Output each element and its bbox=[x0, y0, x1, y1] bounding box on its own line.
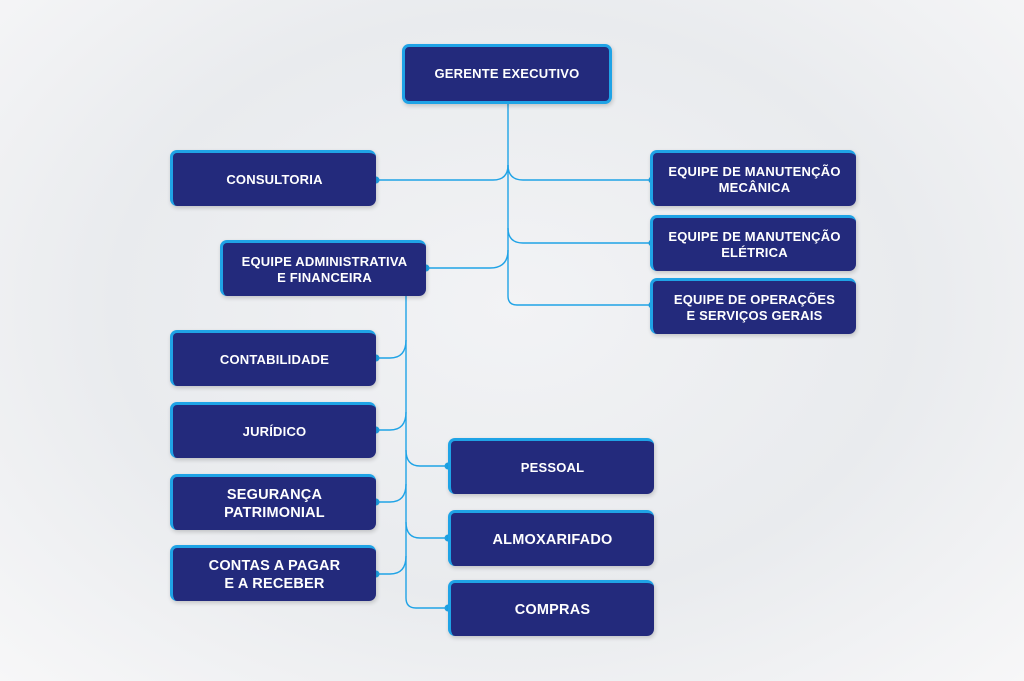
node-almoxarifado: ALMOXARIFADO bbox=[448, 510, 654, 566]
connector-pessoal bbox=[405, 449, 448, 467]
node-compras: COMPRAS bbox=[448, 580, 654, 636]
connector-manut-mecanica bbox=[507, 164, 652, 181]
node-consultoria: CONSULTORIA bbox=[170, 150, 376, 206]
node-label: SEGURANÇA PATRIMONIAL bbox=[224, 486, 325, 521]
node-label: CONTAS A PAGAR E A RECEBER bbox=[208, 557, 341, 592]
node-label: EQUIPE DE MANUTENÇÃO MECÂNICA bbox=[668, 163, 841, 195]
node-manutencao-eletrica: EQUIPE DE MANUTENÇÃO ELÉTRICA bbox=[650, 215, 856, 271]
node-label: PESSOAL bbox=[520, 459, 585, 475]
connector-adm-financeira bbox=[426, 249, 509, 269]
node-seguranca-patrimonial: SEGURANÇA PATRIMONIAL bbox=[170, 474, 376, 530]
connector-root-trunk bbox=[507, 103, 652, 306]
connector-juridico bbox=[376, 411, 407, 431]
connector-contabilidade bbox=[376, 339, 407, 359]
connector-almoxarifado bbox=[405, 521, 448, 539]
node-gerente-executivo: GERENTE EXECUTIVO bbox=[402, 44, 612, 104]
node-pessoal: PESSOAL bbox=[448, 438, 654, 494]
node-operacoes-servicos: EQUIPE DE OPERAÇÕES E SERVIÇOS GERAIS bbox=[650, 278, 856, 334]
connector-consultoria bbox=[376, 164, 509, 181]
node-label: EQUIPE DE OPERAÇÕES E SERVIÇOS GERAIS bbox=[673, 291, 836, 323]
node-contabilidade: CONTABILIDADE bbox=[170, 330, 376, 386]
connector-seguranca bbox=[376, 483, 407, 503]
node-label: COMPRAS bbox=[514, 601, 591, 618]
node-manutencao-mecanica: EQUIPE DE MANUTENÇÃO MECÂNICA bbox=[650, 150, 856, 206]
connector-contas bbox=[376, 555, 407, 575]
node-label: CONSULTORIA bbox=[226, 171, 323, 187]
node-label: EQUIPE DE MANUTENÇÃO ELÉTRICA bbox=[668, 228, 841, 260]
node-label: JURÍDICO bbox=[242, 423, 307, 439]
node-label: CONTABILIDADE bbox=[219, 351, 330, 367]
node-equipe-administrativa: EQUIPE ADMINISTRATIVA E FINANCEIRA bbox=[220, 240, 426, 296]
node-label: GERENTE EXECUTIVO bbox=[434, 66, 580, 81]
node-juridico: JURÍDICO bbox=[170, 402, 376, 458]
node-label: ALMOXARIFADO bbox=[492, 531, 613, 548]
connector-manut-eletrica bbox=[507, 227, 652, 244]
node-contas-pagar-receber: CONTAS A PAGAR E A RECEBER bbox=[170, 545, 376, 601]
node-label: EQUIPE ADMINISTRATIVA E FINANCEIRA bbox=[241, 253, 408, 285]
connector-adm-trunk bbox=[405, 296, 448, 609]
